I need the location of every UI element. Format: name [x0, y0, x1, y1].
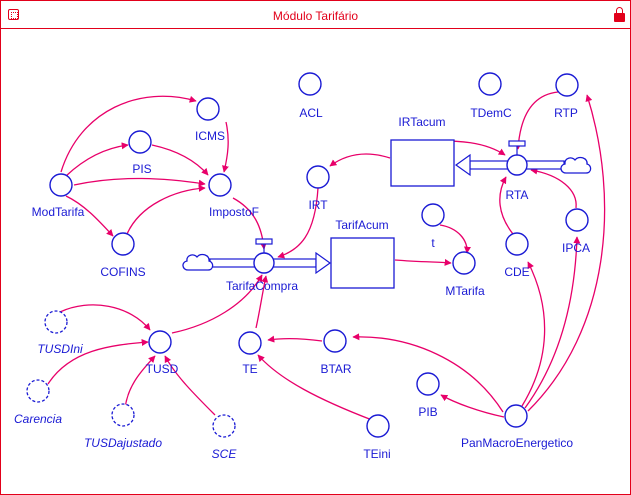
variable-tusd[interactable]: TUSD — [146, 330, 179, 376]
svg-text:RTP: RTP — [554, 106, 578, 120]
link-irt-tarifacompra — [277, 187, 319, 259]
shadow-variable-tusdini[interactable]: TUSDIni — [37, 310, 83, 356]
svg-text:CDE: CDE — [504, 265, 529, 279]
shadow-variable-sce[interactable]: SCE — [212, 414, 238, 461]
shadow-variable-carencia[interactable]: Carencia — [14, 379, 62, 426]
svg-text:IPCA: IPCA — [562, 241, 590, 255]
stock-irtacum[interactable]: IRTacum — [390, 115, 455, 187]
svg-text:BTAR: BTAR — [320, 362, 351, 376]
svg-text:TUSD: TUSD — [146, 362, 179, 376]
module-icon[interactable] — [8, 9, 19, 20]
variable-modtarifa[interactable]: ModTarifa — [32, 173, 85, 219]
svg-text:ACL: ACL — [299, 106, 323, 120]
variable-mtarifa[interactable]: MTarifa — [445, 251, 485, 298]
variable-te[interactable]: TE — [238, 331, 262, 376]
svg-text:Carencia: Carencia — [14, 412, 62, 426]
variable-icms[interactable]: ICMS — [195, 97, 225, 143]
cloud-sink-icon — [560, 156, 592, 174]
variable-pis[interactable]: PIS — [128, 130, 152, 176]
link-cofins-impostof — [126, 184, 206, 235]
svg-text:t: t — [431, 236, 435, 250]
svg-text:SCE: SCE — [212, 447, 238, 461]
flow-rta-label: RTA — [506, 188, 529, 202]
svg-text:TDemC: TDemC — [470, 106, 512, 120]
link-irtacum-irt — [329, 153, 391, 167]
variable-pib[interactable]: PIB — [416, 372, 440, 419]
link-ipca-rta — [530, 167, 577, 209]
svg-text:ICMS: ICMS — [195, 129, 225, 143]
variable-tdemc[interactable]: TDemC — [470, 72, 512, 120]
svg-text:PIB: PIB — [418, 405, 437, 419]
window-title: Módulo Tarifário — [272, 9, 359, 23]
link-t-mtarifa — [439, 224, 471, 254]
link-carencia-tusd — [47, 339, 149, 385]
variable-t[interactable]: t — [421, 203, 445, 250]
link-modtarifa-icms — [60, 95, 197, 173]
link-pis-impostof — [151, 144, 209, 176]
link-btar-te — [267, 335, 323, 343]
svg-text:ModTarifa: ModTarifa — [32, 205, 85, 219]
link-tarifacum-mtarifa — [394, 258, 452, 266]
variable-impostof[interactable]: ImpostoF — [208, 173, 259, 219]
link-tusd-tarifacompra — [171, 274, 263, 334]
svg-text:PIS: PIS — [132, 162, 151, 176]
svg-text:IRT: IRT — [308, 198, 328, 212]
link-panmacro-rtp — [527, 94, 606, 412]
svg-text:TE: TE — [242, 362, 257, 376]
variable-teini[interactable]: TEini — [363, 414, 391, 461]
flow-tarifacompra[interactable]: TarifaCompra — [226, 238, 298, 293]
link-panmacro-pib — [440, 394, 505, 418]
cloud-source-icon — [182, 253, 214, 271]
link-cde-rta — [499, 176, 514, 235]
variable-irt[interactable]: IRT — [306, 165, 330, 212]
svg-text:TEini: TEini — [363, 447, 390, 461]
flow-rta[interactable]: RTA — [506, 140, 529, 202]
svg-text:COFINS: COFINS — [100, 265, 145, 279]
link-modtarifa-cofins — [65, 195, 114, 237]
variable-panmacroenergetico[interactable]: PanMacroEnergetico — [461, 404, 573, 450]
svg-text:ImpostoF: ImpostoF — [209, 205, 259, 219]
flow-tarifacompra-label: TarifaCompra — [226, 279, 298, 293]
influence-links — [47, 91, 606, 421]
variable-btar[interactable]: BTAR — [320, 329, 352, 376]
link-icms-impostof — [222, 121, 229, 173]
variable-rtp[interactable]: RTP — [554, 73, 579, 120]
link-tusdini-tusd — [59, 304, 151, 331]
svg-text:MTarifa: MTarifa — [445, 284, 485, 298]
variable-acl[interactable]: ACL — [298, 72, 323, 120]
stock-irtacum-label: IRTacum — [398, 115, 445, 129]
shadow-variable-tusdajustado[interactable]: TUSDajustado — [84, 403, 162, 450]
link-sce-tusd — [164, 355, 216, 416]
link-te-tarifacompra — [255, 275, 269, 329]
link-panmacro-btar — [352, 333, 504, 413]
link-panmacro-ipca — [524, 236, 581, 409]
link-modtarifa-pis — [65, 142, 129, 177]
svg-text:TUSDIni: TUSDIni — [37, 342, 83, 356]
svg-text:TUSDajustado: TUSDajustado — [84, 436, 162, 450]
variable-cde[interactable]: CDE — [504, 232, 530, 279]
link-teini-te — [257, 354, 373, 421]
variable-cofins[interactable]: COFINS — [100, 232, 146, 279]
svg-text:PanMacroEnergetico: PanMacroEnergetico — [461, 436, 573, 450]
lock-icon[interactable] — [614, 7, 625, 22]
link-tusdajustado-tusd — [124, 355, 156, 409]
stock-tarifacum[interactable]: TarifAcum — [330, 218, 395, 289]
stock-tarifacum-label: TarifAcum — [335, 218, 388, 232]
link-modtarifa-impostof — [73, 177, 206, 187]
link-panmacro-cde — [521, 261, 546, 407]
variable-ipca[interactable]: IPCA — [562, 208, 590, 255]
title-bar: Módulo Tarifário — [1, 1, 630, 29]
